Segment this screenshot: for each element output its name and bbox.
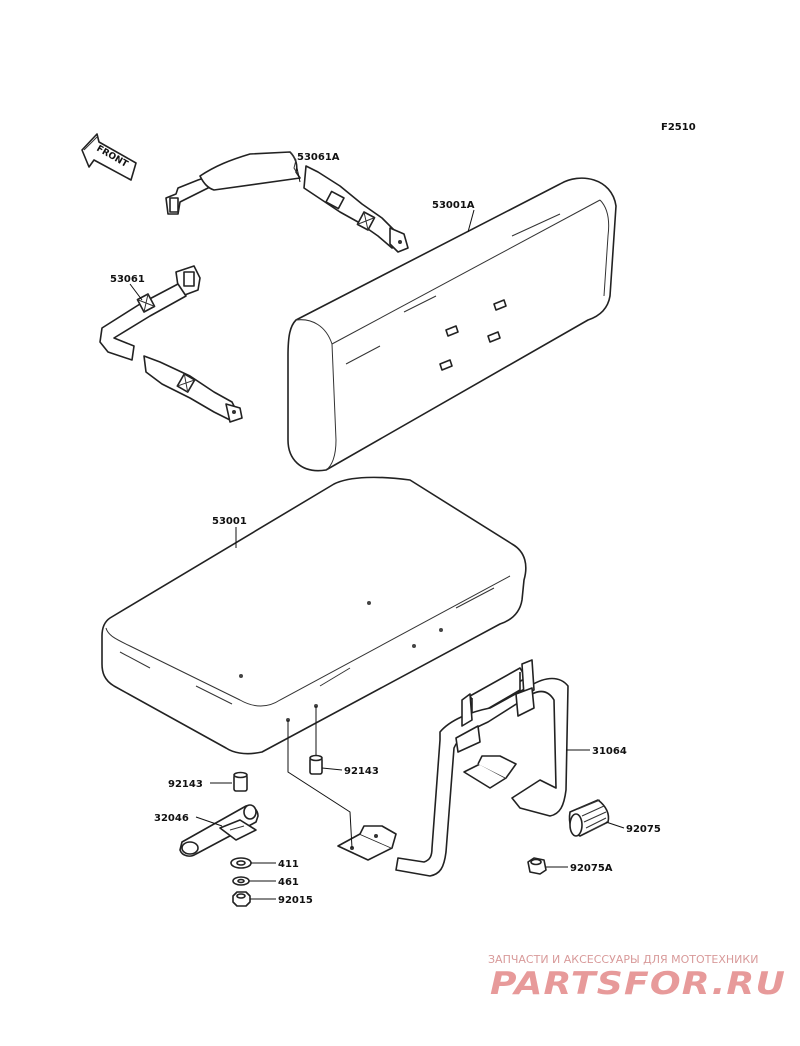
label-32046: 32046 — [154, 813, 189, 824]
watermark-brand: PARTSFOR.RU — [490, 966, 786, 1002]
nut-92075a — [527, 857, 547, 875]
label-92143-right: 92143 — [344, 766, 379, 777]
collar-right-92143 — [309, 754, 323, 775]
label-53001: 53001 — [212, 516, 247, 527]
label-92075: 92075 — [626, 824, 661, 835]
label-92075a: 92075A — [570, 863, 613, 874]
label-31064: 31064 — [592, 746, 627, 757]
label-461: 461 — [278, 877, 299, 888]
strap-53061a — [165, 151, 409, 253]
nut-92015 — [232, 891, 251, 907]
collar-left-92143 — [233, 771, 248, 792]
bolt-icon — [493, 299, 507, 311]
label-92015: 92015 — [278, 895, 313, 906]
seat-53001 — [101, 476, 527, 755]
strap-53061 — [99, 265, 243, 423]
backrest-53001a — [287, 177, 617, 472]
washer-411 — [230, 857, 252, 869]
watermark: ЗАПЧАСТИ И АКСЕССУАРЫ ДЛЯ МОТОТЕХНИКИ PA… — [488, 953, 786, 1002]
pipe-32046 — [179, 804, 259, 857]
bolt-icon — [487, 331, 501, 343]
bolt-icon — [439, 359, 453, 371]
grommet-92075 — [568, 799, 610, 837]
label-53001a: 53001A — [432, 200, 475, 211]
watermark-tagline: ЗАПЧАСТИ И АКСЕССУАРЫ ДЛЯ МОТОТЕХНИКИ — [488, 953, 758, 966]
bolt-icon — [445, 325, 459, 337]
label-411: 411 — [278, 859, 299, 870]
seat-bracket-leader — [287, 720, 353, 849]
front-arrow-icon: FRONT — [81, 133, 137, 181]
leader-lines — [129, 167, 625, 900]
label-53061: 53061 — [110, 274, 145, 285]
label-53061a: 53061A — [297, 152, 340, 163]
lock-washer-461 — [232, 876, 250, 886]
figure-code: F2510 — [661, 122, 696, 133]
label-92143-left: 92143 — [168, 779, 203, 790]
